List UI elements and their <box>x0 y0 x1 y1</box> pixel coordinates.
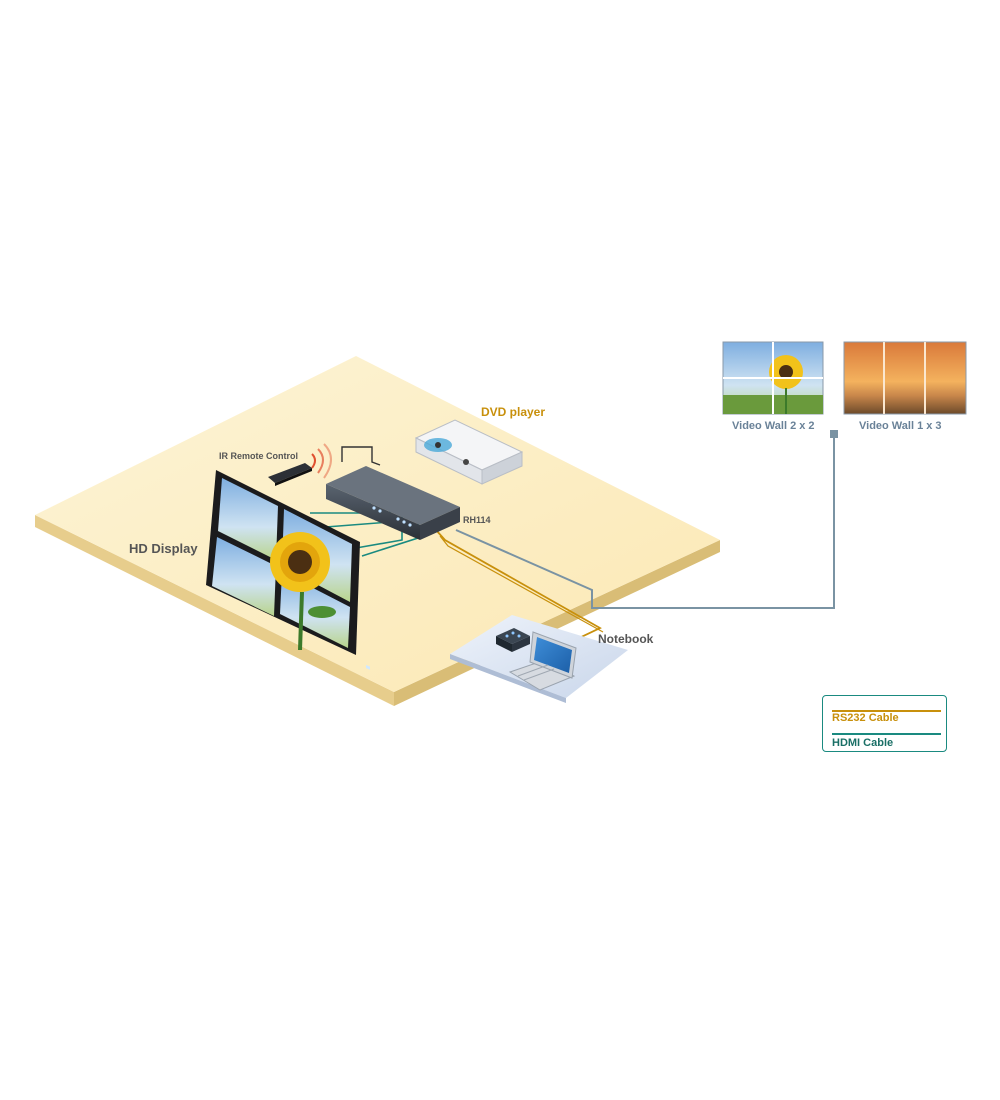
rh114-label: RH114 <box>463 515 491 525</box>
control-line <box>455 438 835 609</box>
legend-hdmi-label: HDMI Cable <box>832 737 894 749</box>
dvd-player-label: DVD player <box>481 405 546 419</box>
notebook-device <box>496 628 530 652</box>
rs232-cable-2 <box>439 535 604 633</box>
legend-hdmi-line <box>832 733 941 735</box>
ir-remote <box>268 443 332 486</box>
dvd-player <box>414 419 524 485</box>
cable-legend: RS232 Cable HDMI Cable <box>822 695 947 752</box>
video-wall-2x2-label: Video Wall 2 x 2 <box>732 420 815 432</box>
ir-remote-label: IR Remote Control <box>219 451 299 461</box>
video-wall-1x3-label: Video Wall 1 x 3 <box>859 420 942 432</box>
notebook-label: Notebook <box>598 632 654 646</box>
hd-display-label: HD Display <box>129 541 198 556</box>
rh114-switch <box>326 466 460 670</box>
hd-display-wall <box>206 470 360 655</box>
rs232-cable <box>435 529 602 641</box>
video-wall-2x2-thumbnail <box>722 341 824 415</box>
video-wall-1x3-thumbnail <box>843 341 967 415</box>
laptop <box>508 631 577 691</box>
dvd-link-cable <box>341 446 381 466</box>
legend-rs232-label: RS232 Cable <box>832 712 899 724</box>
legend-rs232-line <box>832 710 941 712</box>
control-line-terminal <box>830 430 838 438</box>
